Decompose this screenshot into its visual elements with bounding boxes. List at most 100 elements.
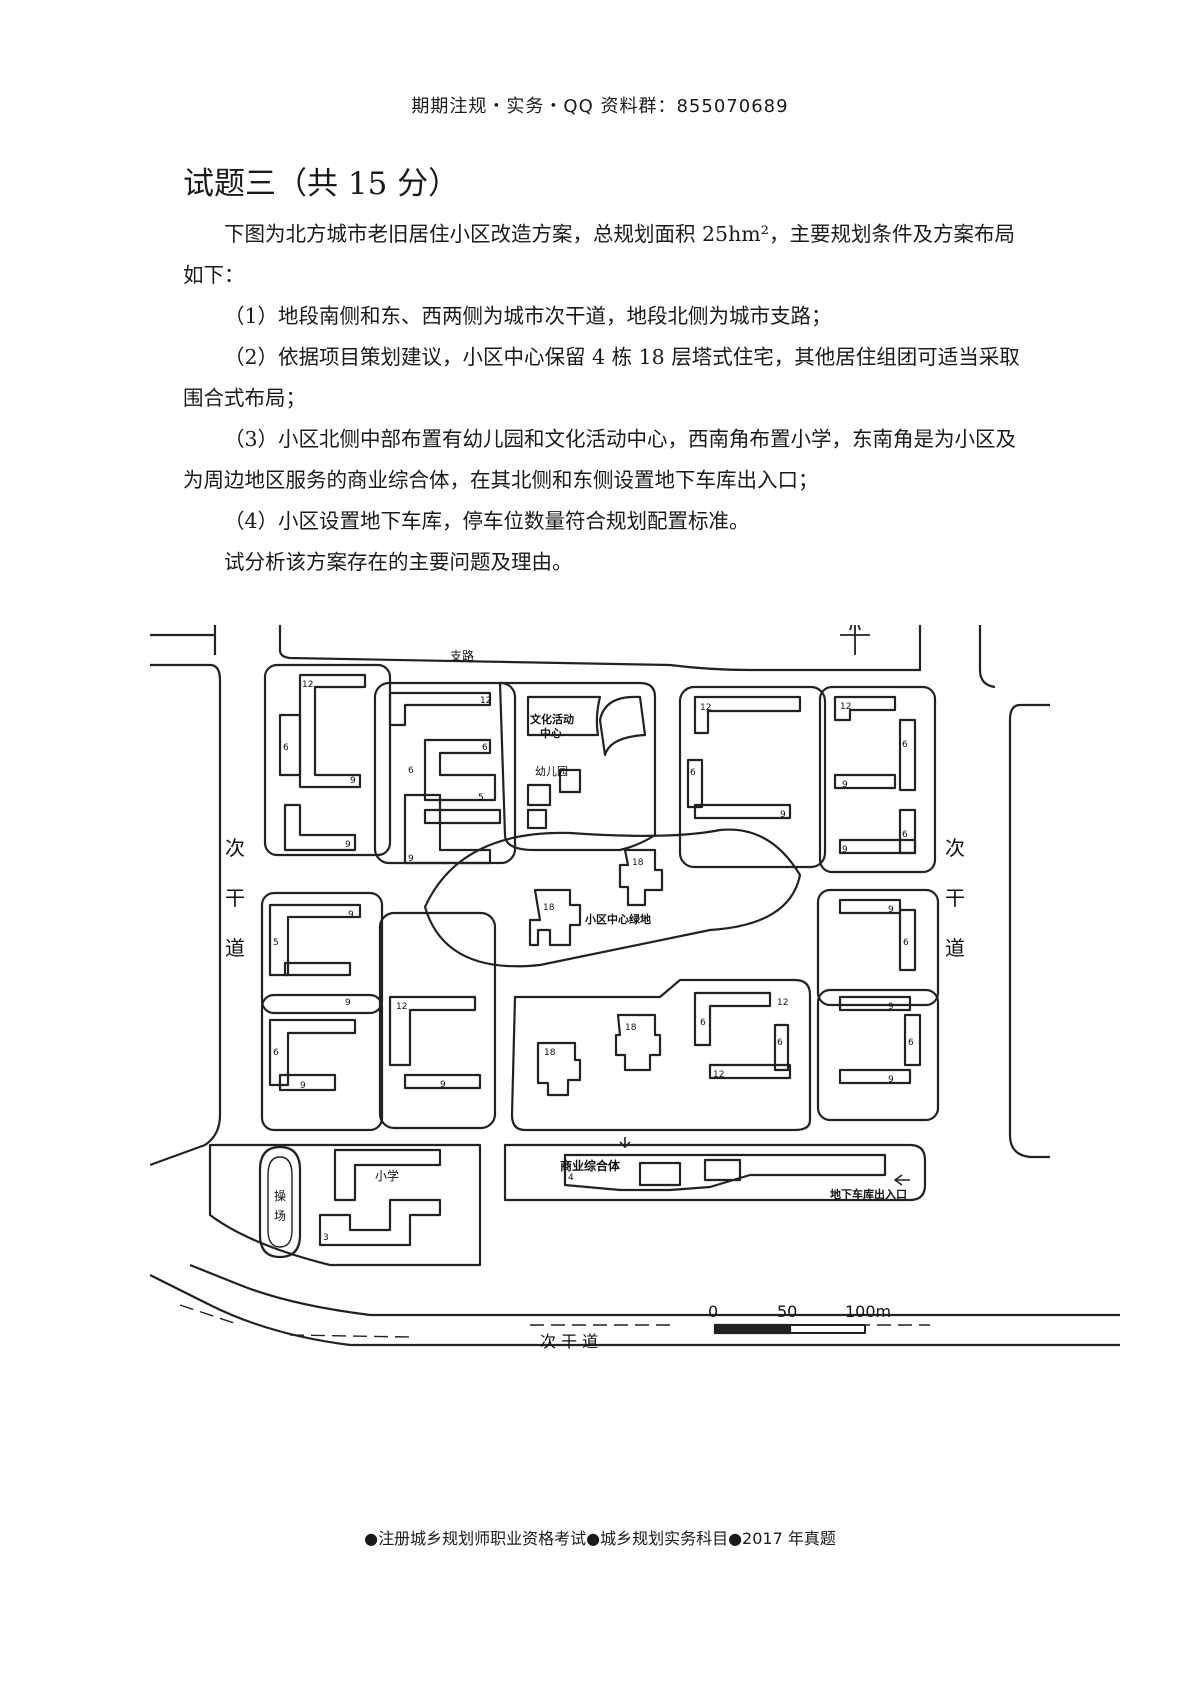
road-edge-northeast-outer — [978, 625, 996, 689]
bldg-s-6b — [773, 1023, 790, 1072]
bldg-nw-9b — [283, 803, 357, 852]
question-body: 下图为北方城市老旧居住小区改造方案，总规划面积 25hm²，主要规划条件及方案布… — [183, 214, 1023, 583]
floor-label: 9 — [888, 1075, 894, 1085]
kindergarten-label: 幼儿园 — [535, 765, 568, 778]
floor-label: 12 — [700, 703, 711, 713]
floor-label: 12 — [396, 1002, 407, 1012]
block-ne-1 — [678, 685, 827, 869]
floor-label: 6 — [283, 743, 289, 753]
question-prompt: 试分析该方案存在的主要问题及理由。 — [224, 550, 573, 574]
bldg-e-6b — [903, 1013, 922, 1067]
condition-1: （1）地段南侧和东、西两侧为城市次干道，地段北侧为城市支路； — [224, 304, 832, 328]
floor-label: 9 — [780, 810, 786, 820]
scale-label-100: 100m — [845, 1302, 891, 1321]
central-green-boundary — [423, 828, 802, 968]
block-w-1 — [260, 891, 384, 1015]
floor-label: 9 — [440, 1080, 446, 1090]
floor-label: 5 — [273, 938, 279, 948]
tower-18-b — [618, 848, 664, 907]
page-footer: ●注册城乡规划师职业资格考试●城乡规划实务科目●2017 年真题 — [364, 1529, 836, 1548]
commercial-label: 商业综合体 — [560, 1158, 621, 1173]
road-north-label: 支路 — [450, 648, 474, 663]
green-space-label: 小区中心绿地 — [584, 912, 651, 926]
school-label: 小学 — [375, 1168, 399, 1183]
road-east-label-3: 道 — [945, 936, 965, 960]
bldg-nw-9d — [423, 808, 502, 825]
school-site — [208, 1143, 482, 1267]
floor-label: 9 — [345, 840, 351, 850]
floor-label: 9 — [888, 905, 894, 915]
block-s-1 — [510, 978, 812, 1132]
bldg-nw-9c — [403, 793, 492, 865]
bldg-ne-12a — [693, 695, 802, 735]
bldg-e-9b — [838, 995, 912, 1012]
floor-label: 18 — [632, 858, 644, 868]
bldg-w-8 — [268, 903, 362, 977]
playground-track-inner — [267, 1156, 293, 1248]
floor-label: 12 — [713, 1070, 724, 1080]
block-culture — [498, 681, 657, 852]
floor-label: 9 — [350, 776, 356, 786]
scale-bar-fill — [713, 1323, 792, 1335]
bldg-ne-6b — [898, 718, 917, 792]
floor-label: 12 — [480, 696, 491, 706]
floor-label: 18 — [625, 1023, 637, 1033]
block-nw-1 — [263, 663, 392, 857]
floor-label: 4 — [568, 1173, 574, 1183]
road-edge-south-2 — [150, 1274, 1120, 1347]
bldg-ne-6a — [686, 758, 704, 809]
bldg-nw-12a — [298, 673, 367, 789]
floor-label: 9 — [888, 1002, 894, 1012]
floor-label: 6 — [903, 938, 909, 948]
intro-paragraph: 下图为北方城市老旧居住小区改造方案，总规划面积 25hm²，主要规划条件及方案布… — [183, 222, 1015, 287]
culture-center-hall — [598, 695, 647, 757]
page-header: 期期注规・实务・QQ 资料群：855070689 — [411, 96, 789, 117]
kindergarten-block-1 — [526, 783, 552, 807]
playground-track — [258, 1145, 302, 1259]
tower-18-a — [528, 888, 582, 947]
school-building-2 — [318, 1198, 442, 1247]
floor-label: 18 — [543, 903, 555, 913]
condition-4: （4）小区设置地下车库，停车位数量符合规划配置标准。 — [224, 509, 750, 533]
playground-label-1: 操 — [274, 1188, 286, 1203]
commercial-complex — [563, 1153, 887, 1192]
road-edge-west-outer — [150, 625, 217, 655]
floor-label: 6 — [902, 740, 908, 750]
bldg-ne-9b — [833, 773, 897, 790]
garage-entrance-label: 地下车库出入口 — [830, 1187, 907, 1201]
bldg-e-9c — [838, 1068, 912, 1085]
garage-arrow-east — [894, 1174, 910, 1186]
culture-center-label-2: 中心 — [540, 726, 562, 740]
floor-label: 9 — [842, 845, 848, 855]
floor-label: 3 — [323, 1233, 329, 1243]
playground-label-2: 场 — [274, 1209, 286, 1223]
condition-2: （2）依据项目策划建议，小区中心保留 4 栋 18 层塔式住宅，其他居住组团可适… — [183, 345, 1020, 410]
tower-18-c — [614, 1013, 662, 1072]
floor-label: 6 — [777, 1038, 783, 1048]
block-e-1 — [816, 888, 940, 1007]
floor-label: 6 — [482, 743, 488, 753]
kindergarten-block-3 — [526, 808, 548, 830]
bldg-s-6 — [693, 991, 772, 1047]
bldg-w-9c — [403, 1073, 482, 1090]
bldg-ne-12b — [833, 695, 897, 722]
block-nw-2 — [373, 681, 517, 865]
bldg-e-6a — [898, 908, 917, 972]
floor-label: 9 — [348, 910, 354, 920]
bldg-ne-6c — [898, 808, 917, 855]
floor-label: 5 — [478, 793, 484, 803]
bldg-ne-9a — [693, 803, 792, 820]
road-east-label-2: 干 — [945, 886, 965, 910]
floor-label: 6 — [902, 830, 908, 840]
bldg-nw-5 — [388, 691, 492, 727]
commercial-site — [503, 1143, 927, 1202]
floor-label: 12 — [777, 998, 788, 1008]
block-ne-2 — [818, 685, 937, 874]
tower-18-d — [536, 1041, 582, 1097]
floor-label: 6 — [408, 766, 414, 776]
road-west-label-2: 干 — [225, 886, 245, 910]
road-edge-north-outer — [278, 625, 922, 672]
floor-label: 9 — [300, 1081, 306, 1091]
road-lane-south — [179, 1304, 930, 1338]
culture-center-label-1: 文化活动 — [530, 712, 574, 726]
